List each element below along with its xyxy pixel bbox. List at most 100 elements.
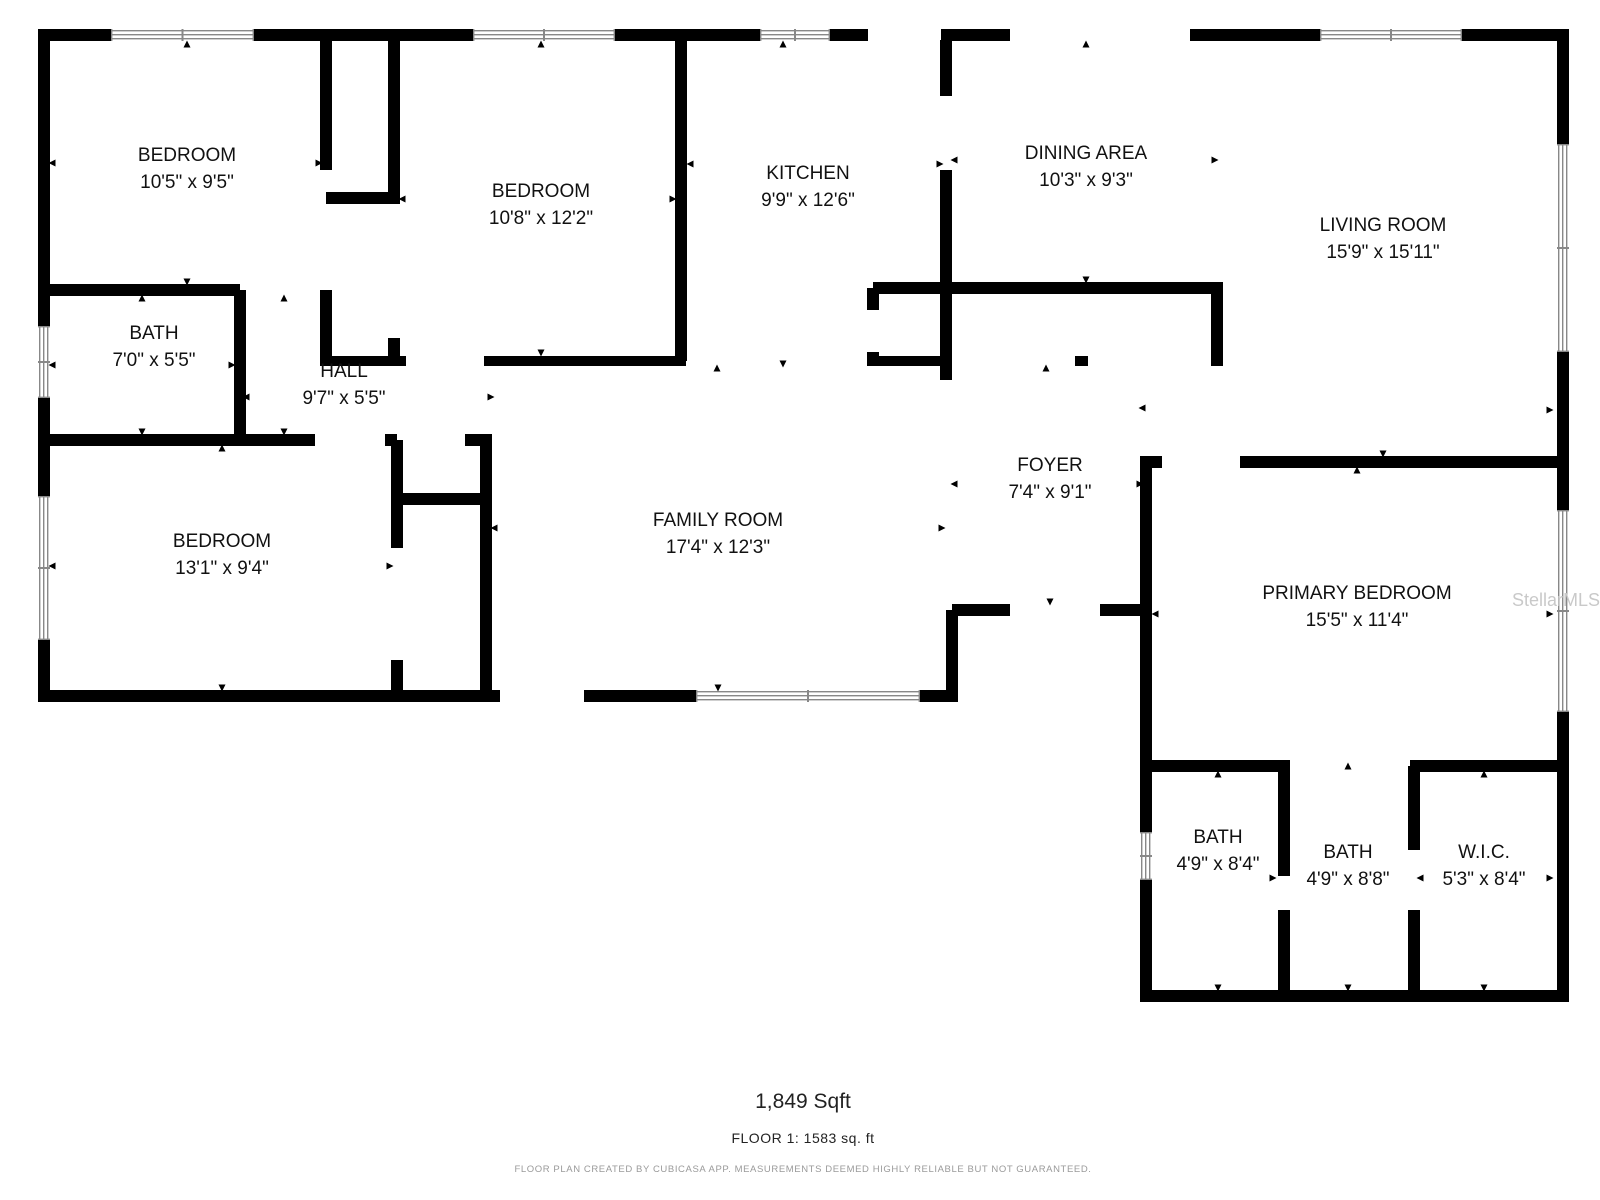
dimension-marker <box>686 160 694 168</box>
window <box>38 567 50 569</box>
room-name: BEDROOM <box>172 531 272 552</box>
wall <box>320 40 332 170</box>
dimension-marker <box>1082 40 1090 48</box>
wall <box>941 29 1010 41</box>
window <box>1557 610 1569 612</box>
dimension-marker <box>950 480 958 488</box>
room-kitchen: KITCHEN 9'9" x 12'6" <box>761 160 855 214</box>
dimension-marker <box>537 40 545 48</box>
wall <box>675 40 687 361</box>
wall <box>38 398 50 496</box>
wall <box>1140 456 1162 468</box>
wall <box>1557 712 1569 1002</box>
dimension-marker <box>1546 406 1554 414</box>
window <box>794 29 796 41</box>
dimension-marker <box>936 160 944 168</box>
dimension-marker <box>1379 450 1387 458</box>
dimension-marker <box>1082 276 1090 284</box>
wall <box>254 29 473 41</box>
wall <box>1100 604 1146 616</box>
room-bedroom-2: BEDROOM 10'8" x 12'2" <box>489 178 593 232</box>
wall <box>326 356 406 366</box>
room-size: 17'4" x 12'3" <box>665 537 771 558</box>
window <box>1557 510 1569 512</box>
wall <box>873 282 1223 294</box>
dimension-marker <box>1416 874 1424 882</box>
wall <box>946 610 958 702</box>
room-size: 15'5" x 11'4" <box>1305 610 1409 631</box>
room-name: BATH <box>1323 842 1373 863</box>
wall <box>940 40 952 96</box>
room-size: 9'7" x 5'5" <box>302 388 386 409</box>
window <box>1390 29 1392 41</box>
dimension-marker <box>315 159 323 167</box>
wall <box>1462 29 1569 41</box>
dimension-marker <box>950 156 958 164</box>
dimension-marker <box>1138 404 1146 412</box>
wall <box>940 170 952 366</box>
window <box>1557 350 1569 352</box>
room-wic: W.I.C. 5'3" x 8'4" <box>1442 839 1525 893</box>
wall <box>1140 990 1569 1002</box>
room-bath-3: BATH 4'9" x 8'8" <box>1306 839 1389 893</box>
wall <box>615 29 760 41</box>
wall <box>1211 288 1223 366</box>
room-bedroom-3: BEDROOM 13'1" x 9'4" <box>173 528 271 582</box>
dimension-marker <box>1214 984 1222 992</box>
wall <box>1140 880 1152 1002</box>
room-family-room: FAMILY ROOM 17'4" x 12'3" <box>653 507 783 561</box>
window <box>38 496 50 498</box>
dimension-marker <box>386 562 394 570</box>
dimension-marker <box>1480 984 1488 992</box>
dimension-markers <box>48 40 1554 992</box>
window <box>1557 247 1569 249</box>
wall <box>38 29 111 41</box>
dimension-marker <box>1214 770 1222 778</box>
wall <box>38 640 50 702</box>
room-size: 4'9" x 8'8" <box>1306 869 1390 890</box>
wall <box>1410 760 1569 772</box>
room-name: BATH <box>129 323 179 344</box>
wall <box>44 284 240 296</box>
room-size: 5'3" x 8'4" <box>1442 869 1526 890</box>
room-size: 10'8" x 12'2" <box>488 208 594 229</box>
wall <box>388 40 400 198</box>
dimension-marker <box>779 40 787 48</box>
dimension-marker <box>1353 466 1361 474</box>
dimension-marker <box>280 428 288 436</box>
wall <box>397 493 486 505</box>
room-bath-1: BATH 7'0" x 5'5" <box>112 320 195 374</box>
wall <box>480 440 492 696</box>
window <box>828 29 830 41</box>
dimension-marker <box>183 40 191 48</box>
window <box>918 690 920 702</box>
floor-area: FLOOR 1: 1583 sq. ft <box>731 1130 875 1146</box>
room-primary-bedroom: PRIMARY BEDROOM 15'5" x 11'4" <box>1262 580 1451 634</box>
wall <box>484 356 686 366</box>
window <box>252 29 254 41</box>
dimension-marker <box>138 428 146 436</box>
room-size: 10'3" x 9'3" <box>1039 170 1133 191</box>
room-name: KITCHEN <box>766 163 850 184</box>
dimension-marker <box>138 294 146 302</box>
room-name: DINING AREA <box>1024 143 1148 164</box>
dimension-marker <box>714 684 722 692</box>
wall <box>38 29 50 326</box>
dimension-marker <box>1211 156 1219 164</box>
room-bath-2: BATH 4'9" x 8'4" <box>1176 824 1259 878</box>
dimension-marker <box>183 278 191 286</box>
wall <box>1408 910 1420 1002</box>
dimension-marker <box>779 360 787 368</box>
window <box>38 638 50 640</box>
dimension-marker <box>398 195 406 203</box>
dimension-marker <box>1042 364 1050 372</box>
dimension-marker <box>1546 874 1554 882</box>
wall <box>320 290 332 366</box>
wall <box>867 288 879 310</box>
room-foyer: FOYER 7'4" x 9'1" <box>1008 452 1091 506</box>
wall <box>940 366 952 380</box>
room-size: 9'9" x 12'6" <box>761 190 855 211</box>
room-name: BEDROOM <box>137 145 237 166</box>
dimension-marker <box>938 524 946 532</box>
